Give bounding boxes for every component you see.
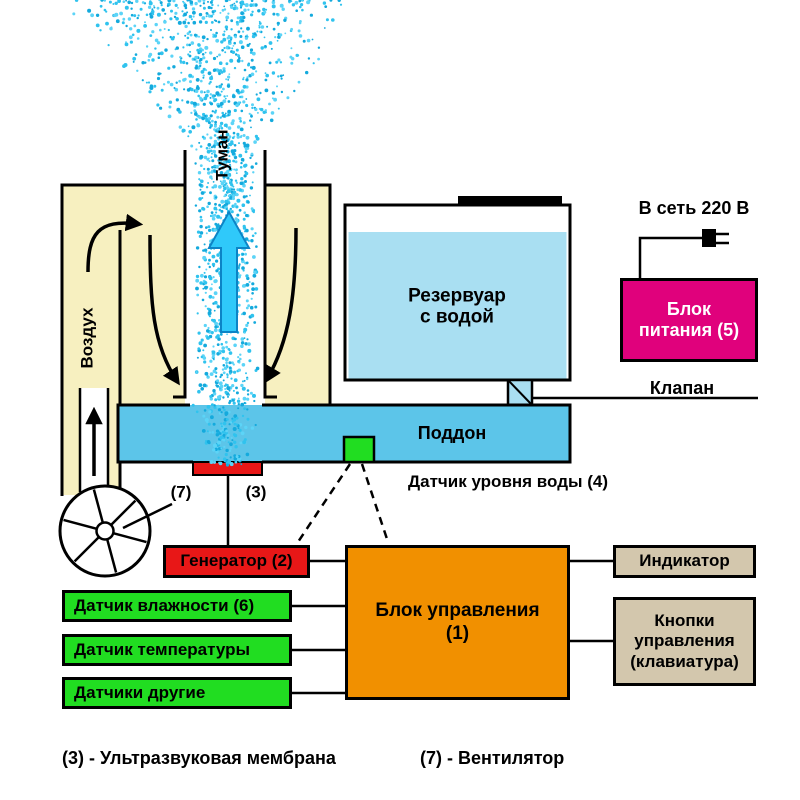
- fan-hub: [95, 521, 115, 541]
- fan: [58, 484, 152, 578]
- plug-icon: [702, 229, 716, 247]
- humidity-sensor-block: Датчик влажности (6): [62, 590, 292, 622]
- water-level-sensor-label: Датчик уровня воды (4): [408, 472, 608, 491]
- air-down-left-arrow: [148, 234, 180, 386]
- control-buttons-block: Кнопки управления (клавиатура): [613, 597, 756, 686]
- water-reservoir: [343, 196, 572, 382]
- mains-label: В сеть 220 В: [638, 197, 750, 218]
- valve: [506, 378, 758, 407]
- power-supply-block: Блок питания (5): [620, 278, 758, 362]
- power-cord: [638, 236, 702, 278]
- indicator-block: Индикатор: [613, 545, 756, 578]
- air-elbow-arrow: [86, 213, 144, 273]
- connector-lines: [122, 232, 729, 695]
- chimney-walls: [173, 150, 277, 399]
- valve-hatch: [507, 379, 533, 406]
- control-unit-block: Блок управления (1): [345, 545, 570, 700]
- reservoir-water: [348, 232, 567, 379]
- air-label: Воздух: [77, 307, 97, 369]
- water-level-sensor: [342, 435, 376, 464]
- airflow-arrows: [85, 213, 298, 476]
- duct-outline-left: [60, 183, 185, 496]
- plug-prongs: [716, 232, 729, 245]
- fan-spokes: [63, 489, 147, 573]
- mist-label: Туман: [212, 129, 232, 181]
- legend-membrane: (3) - Ультразвуковая мембрана: [62, 748, 336, 768]
- temperature-sensor-block: Датчик температуры: [62, 634, 292, 666]
- valve-label: Клапан: [649, 377, 715, 398]
- air-down-right-arrow: [264, 227, 298, 384]
- tray-outline: [116, 403, 572, 464]
- fan-ref-label: (7): [170, 482, 192, 502]
- duct-chamber-right: [265, 185, 330, 405]
- fan-leader-line: [122, 502, 173, 530]
- other-sensors-block: Датчики другие: [62, 677, 292, 709]
- mist-up-arrow: [207, 209, 251, 333]
- reservoir-label: Резервуар с водой: [408, 285, 506, 328]
- generator-block: Генератор (2): [163, 545, 310, 578]
- tray-label: Поддон: [417, 422, 487, 443]
- reservoir-lid: [458, 196, 562, 204]
- channel-walls: [78, 388, 110, 492]
- sensor-dashed-lines: [296, 463, 390, 543]
- membrane-ref-label: (3): [245, 482, 267, 502]
- legend-fan: (7) - Вентилятор: [420, 748, 565, 768]
- duct-outline-right: [265, 183, 332, 405]
